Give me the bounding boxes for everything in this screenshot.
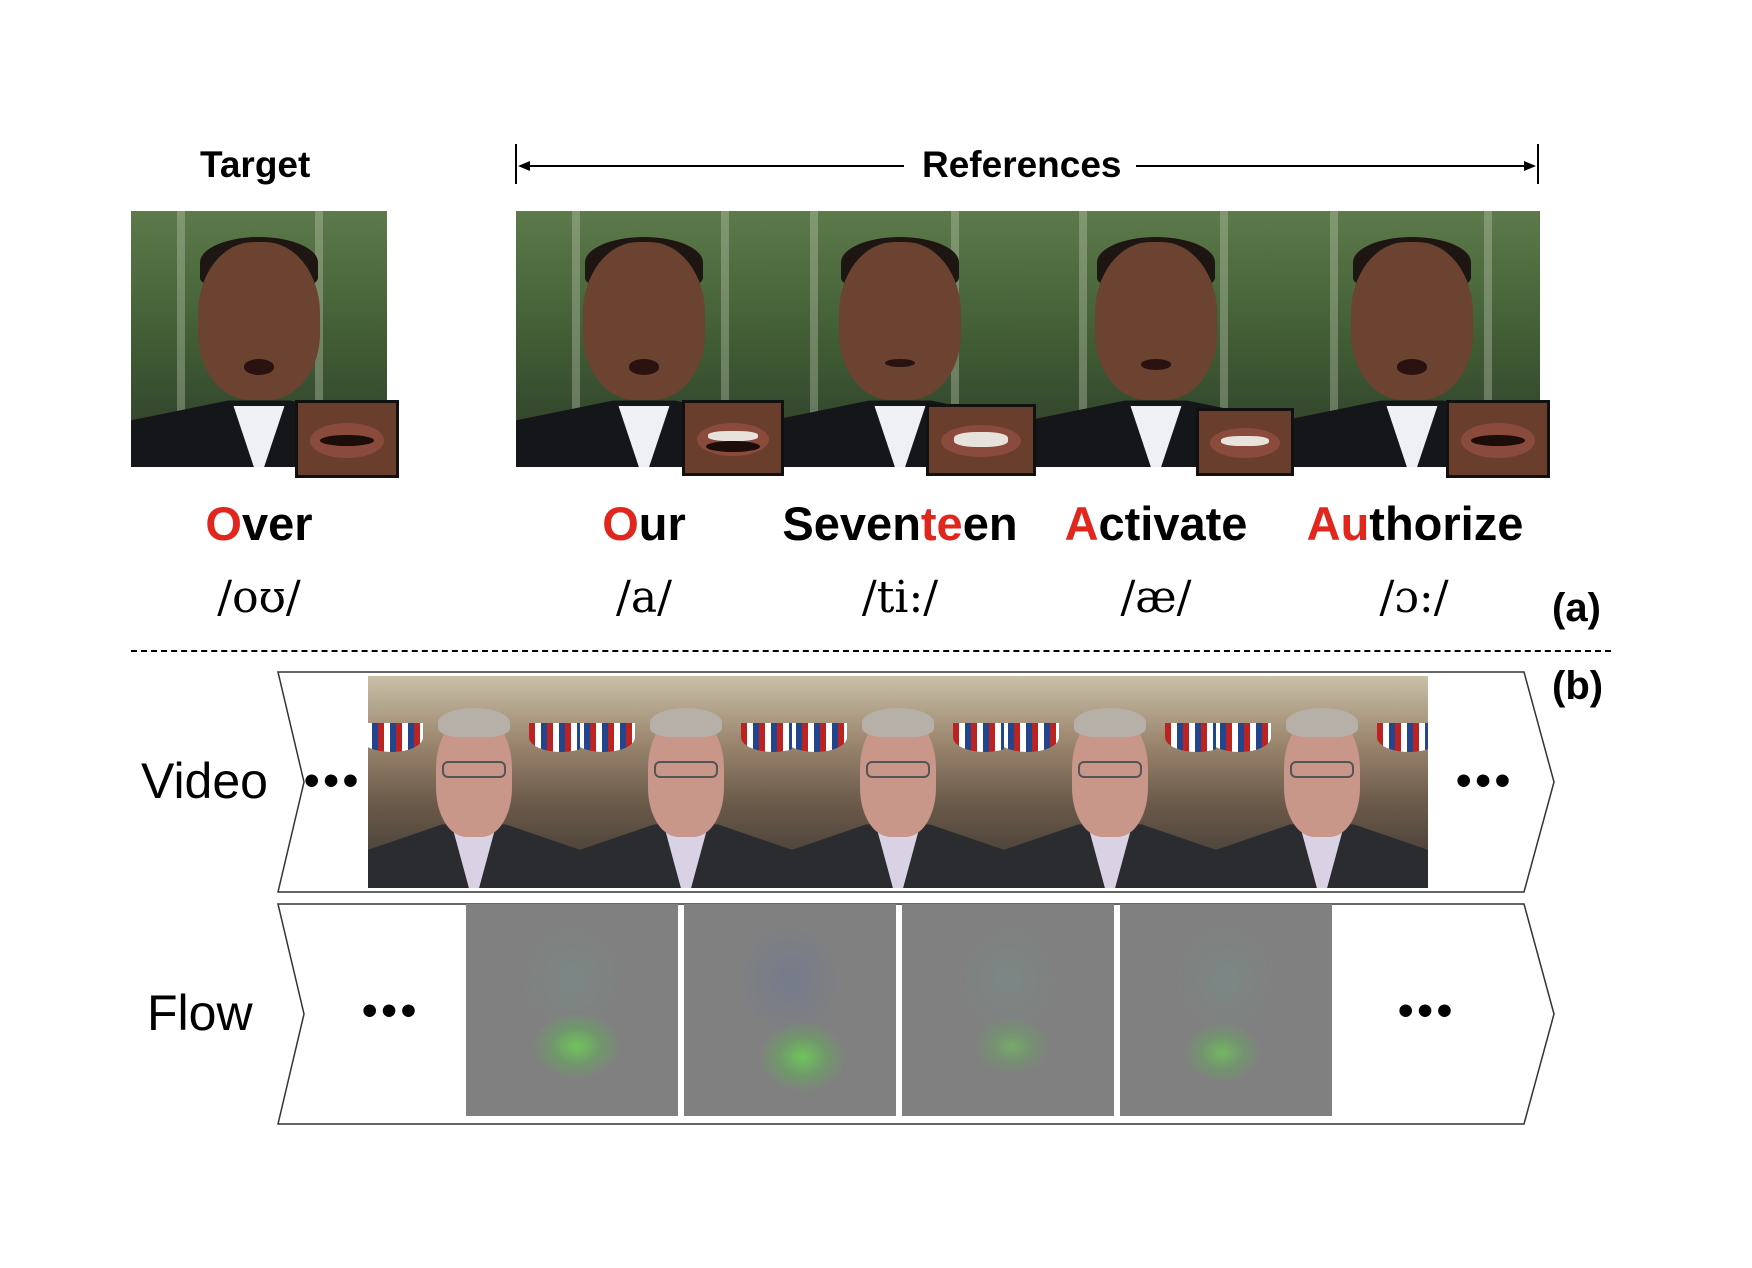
flow-frame-2 bbox=[684, 904, 896, 1116]
target-face-image bbox=[131, 211, 387, 467]
row-label-flow: Flow bbox=[147, 985, 253, 1041]
references-heading: References bbox=[922, 144, 1122, 185]
reference-phoneme-4: /ɔ:/ bbox=[1379, 572, 1449, 623]
video-frame-5 bbox=[1216, 676, 1428, 888]
reference-phoneme-2: /ti:/ bbox=[861, 572, 939, 623]
target-word: Over bbox=[205, 497, 313, 550]
reference-word-3: Activate bbox=[1064, 497, 1248, 550]
reference-mouth-crop-4 bbox=[1446, 400, 1550, 478]
video-ellipsis-right: ••• bbox=[1456, 756, 1515, 805]
target-mouth-crop bbox=[295, 400, 399, 478]
panel-label-a: (a) bbox=[1552, 586, 1601, 630]
reference-mouth-crop-3 bbox=[1196, 408, 1294, 476]
row-label-video: Video bbox=[141, 753, 268, 809]
reference-phoneme-1: /a/ bbox=[616, 572, 672, 623]
reference-mouth-crop-1 bbox=[682, 400, 784, 476]
reference-phoneme-3: /æ/ bbox=[1120, 572, 1192, 623]
reference-mouth-crop-2 bbox=[926, 404, 1036, 476]
video-frame-2 bbox=[580, 676, 792, 888]
row-chevrons bbox=[270, 670, 1560, 1130]
references-arrow bbox=[514, 142, 1540, 186]
flow-ellipsis-right: ••• bbox=[1398, 986, 1457, 1035]
target-heading: Target bbox=[200, 144, 311, 185]
flow-frame-3 bbox=[902, 904, 1114, 1116]
panel-divider bbox=[131, 650, 1611, 652]
reference-word-1: Our bbox=[602, 497, 686, 550]
reference-word-2: Seventeen bbox=[782, 497, 1018, 550]
flow-frame-4 bbox=[1120, 904, 1332, 1116]
reference-face-image-4 bbox=[1284, 211, 1540, 467]
video-frame-1 bbox=[368, 676, 580, 888]
video-frame-4 bbox=[1004, 676, 1216, 888]
target-phoneme: /oʊ/ bbox=[217, 572, 301, 623]
flow-frame-1 bbox=[466, 904, 678, 1116]
video-ellipsis-left: ••• bbox=[304, 756, 363, 805]
flow-ellipsis-left: ••• bbox=[362, 986, 421, 1035]
video-frame-3 bbox=[792, 676, 1004, 888]
panel-label-b: (b) bbox=[1552, 664, 1604, 708]
reference-word-4: Authorize bbox=[1306, 497, 1524, 550]
